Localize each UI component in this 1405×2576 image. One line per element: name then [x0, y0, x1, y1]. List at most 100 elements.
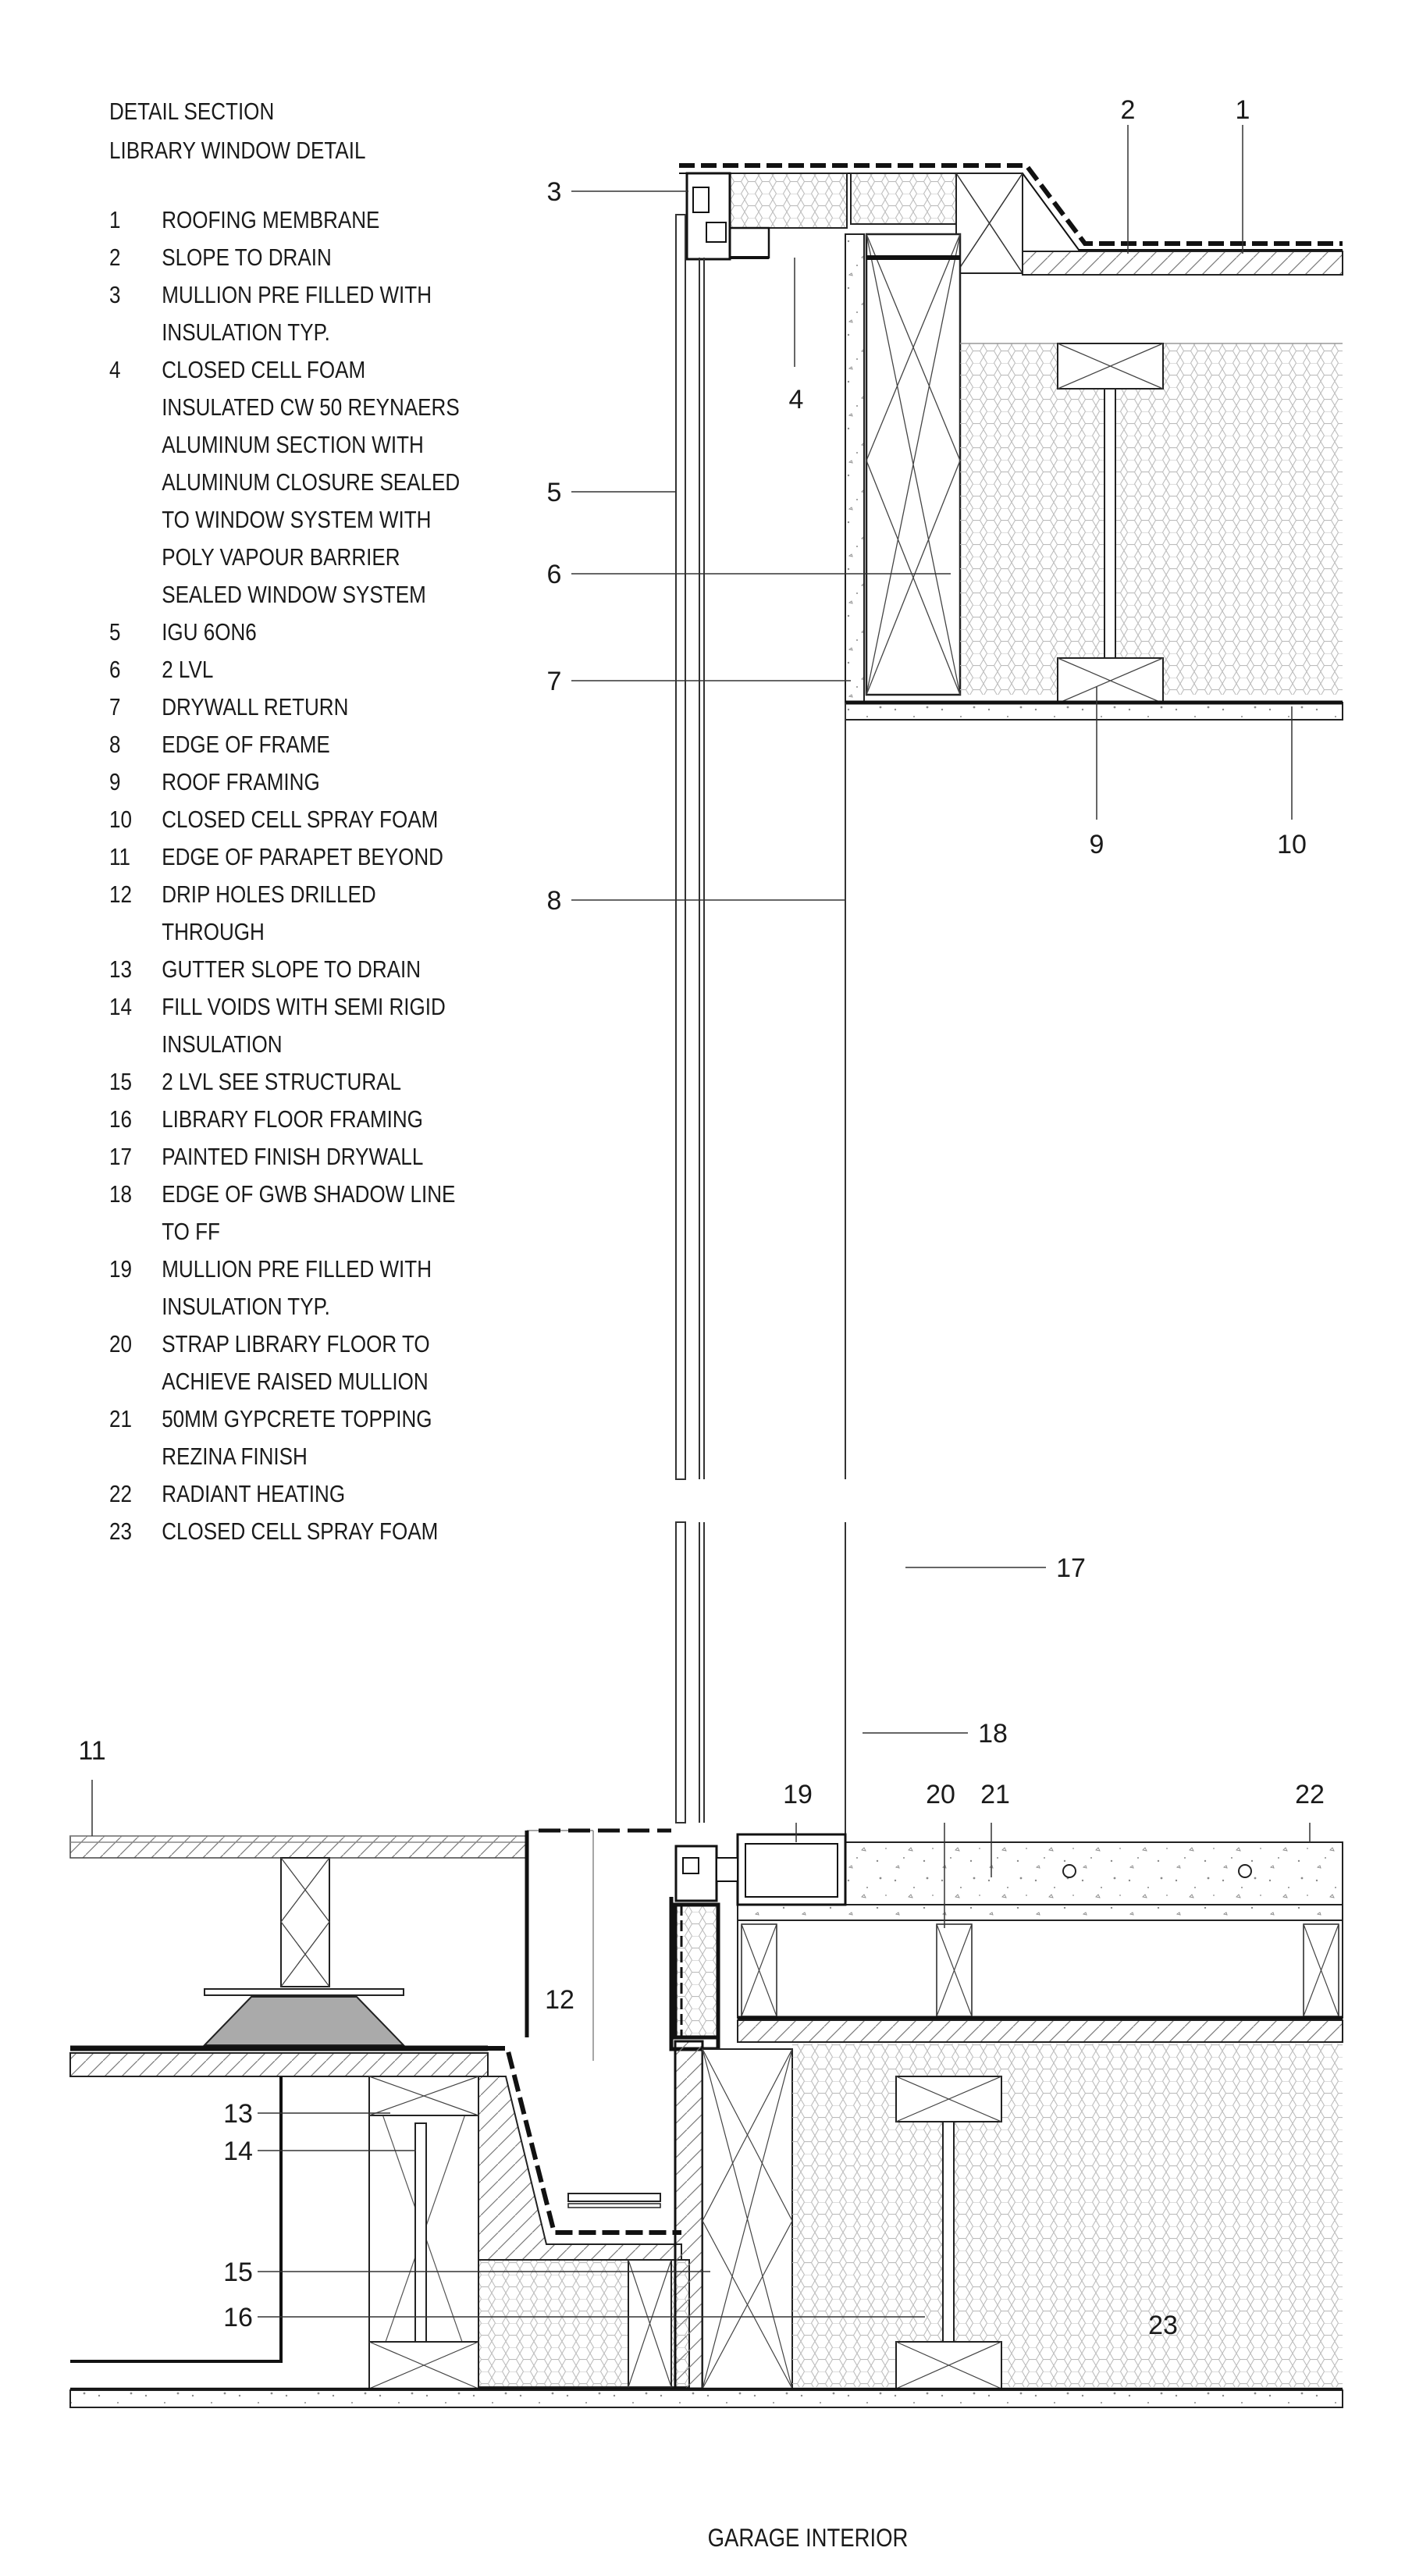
head-mullion: [685, 172, 731, 261]
note-text: CLOSED CELL SPRAY FOAM: [162, 1517, 439, 1545]
tag-2: 2: [1121, 95, 1136, 125]
tag-1: 1: [1236, 95, 1250, 125]
library-subfloor: [737, 1904, 1343, 1921]
tag-10: 10: [1277, 830, 1307, 859]
ceiling-drywall: [845, 702, 1343, 720]
note-item: 22 RADIANT HEATING: [109, 1475, 476, 1513]
tag-14: 14: [223, 2137, 253, 2166]
tag-19: 19: [783, 1780, 813, 1809]
note-text: EDGE OF FRAME: [162, 731, 330, 758]
parapet-post: [280, 1857, 330, 1987]
note-text: LIBRARY FLOOR FRAMING: [162, 1105, 423, 1133]
tag-8: 8: [547, 886, 562, 916]
note-number: 12: [109, 881, 132, 908]
note-item: 9 ROOF FRAMING: [109, 763, 476, 801]
igu-glass-upper: [675, 214, 686, 1480]
note-text: CLOSED CELL FOAM INSULATED CW 50 REYNAER…: [162, 356, 461, 608]
tag-15: 15: [223, 2258, 253, 2287]
garage-ceiling-drywall: [69, 2389, 1343, 2408]
tag-5: 5: [547, 478, 562, 507]
left-garage-wall: [70, 2076, 283, 2363]
drawing-caption: GARAGE INTERIOR: [708, 2524, 909, 2552]
drawing-title-line-2: LIBRARY WINDOW DETAIL: [109, 137, 366, 164]
roof-sheathing: [1022, 251, 1343, 276]
note-text: ROOF FRAMING: [162, 768, 320, 795]
note-number: 16: [109, 1105, 132, 1133]
rim-lvl: [674, 2040, 704, 2390]
tag-3: 3: [547, 177, 562, 207]
note-number: 15: [109, 1068, 132, 1095]
note-number: 5: [109, 618, 121, 646]
roof-head-detail: [679, 163, 1343, 720]
note-text: MULLION PRE FILLED WITH INSULATION TYP.: [162, 281, 432, 346]
roofing-membrane: [679, 163, 1343, 246]
floor-joist-web: [942, 2121, 955, 2343]
roof-joist-web: [1104, 388, 1116, 659]
radiant-tube: [1062, 1864, 1076, 1878]
floor-sill-detail: [69, 1828, 1343, 2408]
gutter-membrane: [488, 2046, 681, 2235]
note-item: 18 EDGE OF GWB SHADOW LINE TO FF: [109, 1176, 476, 1251]
note-text: STRAP LIBRARY FLOOR TO ACHIEVE RAISED MU…: [162, 1330, 430, 1395]
gypcrete-topping: [845, 1841, 1343, 1905]
note-text: EDGE OF GWB SHADOW LINE TO FF: [162, 1180, 456, 1245]
note-text: GUTTER SLOPE TO DRAIN: [162, 955, 422, 983]
tag-23: 23: [1148, 2311, 1178, 2340]
tag-21: 21: [980, 1780, 1010, 1809]
note-text: ROOFING MEMBRANE: [162, 206, 380, 233]
tag-6: 6: [547, 560, 562, 589]
drawing-title: DETAIL SECTION LIBRARY WINDOW DETAIL: [109, 92, 476, 170]
radiant-tube: [1238, 1864, 1252, 1878]
note-number: 18: [109, 1180, 132, 1208]
note-text: FILL VOIDS WITH SEMI RIGID INSULATION: [162, 993, 446, 1058]
note-number: 8: [109, 731, 121, 758]
note-text: MULLION PRE FILLED WITH INSULATION TYP.: [162, 1255, 432, 1320]
note-number: 21: [109, 1405, 132, 1432]
note-number: 6: [109, 656, 121, 683]
tag-12: 12: [545, 1985, 574, 2015]
note-number: 22: [109, 1480, 132, 1507]
head-closure: [728, 226, 770, 259]
drawing-title-line-1: DETAIL SECTION: [109, 98, 275, 125]
note-number: 9: [109, 768, 121, 795]
note-item: 6 2 LVL: [109, 651, 476, 688]
tag-13: 13: [223, 2099, 253, 2129]
note-text: IGU 6ON6: [162, 618, 257, 646]
note-number: 14: [109, 993, 132, 1020]
note-item: 8 EDGE OF FRAME: [109, 726, 476, 763]
note-text: SLOPE TO DRAIN: [162, 244, 332, 271]
library-floor-strapping: [737, 1920, 1343, 2019]
note-number: 10: [109, 806, 132, 833]
note-text: RADIANT HEATING: [162, 1480, 346, 1507]
leader-lines: [91, 125, 1311, 2318]
tag-18: 18: [978, 1719, 1008, 1749]
note-text: DRIP HOLES DRILLED THROUGH: [162, 881, 376, 945]
tag-16: 16: [223, 2303, 253, 2332]
note-number: 13: [109, 955, 132, 983]
note-item: 4 CLOSED CELL FOAM INSULATED CW 50 REYNAE…: [109, 351, 476, 614]
note-text: 2 LVL: [162, 656, 214, 683]
tag-7: 7: [547, 667, 562, 696]
tag-4: 4: [789, 385, 804, 415]
note-text: DRYWALL RETURN: [162, 693, 349, 720]
tag-9: 9: [1090, 830, 1104, 859]
note-item: 2 SLOPE TO DRAIN: [109, 239, 476, 276]
roof-spray-foam: [960, 343, 1343, 695]
note-number: 2: [109, 244, 121, 271]
gutter-strainer: [567, 2193, 661, 2202]
note-number: 4: [109, 356, 121, 383]
parapet-cap-beyond: [69, 1835, 528, 1859]
tag-11: 11: [78, 1736, 105, 1766]
